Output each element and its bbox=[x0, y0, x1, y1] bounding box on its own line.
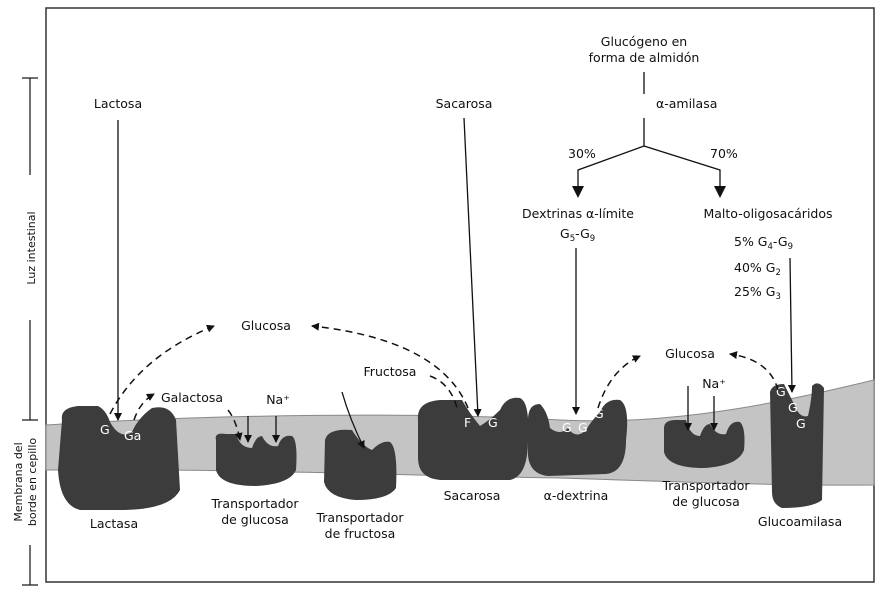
dextrinase-site-g3: G bbox=[578, 420, 588, 435]
lumen-label: Luz intestinal bbox=[25, 211, 38, 284]
sucrase-protein bbox=[418, 398, 528, 480]
na-label-1: Na⁺ bbox=[266, 392, 290, 407]
enzyme-label-alpha-dextrinase: α-dextrina bbox=[544, 488, 609, 503]
pct-left-label: 30% bbox=[568, 146, 596, 161]
sucrase-site-g: G bbox=[488, 415, 498, 430]
dextrinase-site-g2: G bbox=[562, 420, 572, 435]
malto-title: Malto-oligosacáridos bbox=[703, 206, 832, 221]
malto-item-3: 25% G3 bbox=[734, 284, 781, 302]
amylase-label: α-amilasa bbox=[656, 96, 717, 111]
alpha-dextrinase-protein bbox=[528, 400, 627, 476]
dextrinase-site-g4: G bbox=[594, 406, 604, 421]
enzyme-label-glucose-transporter-2-line2: de glucosa bbox=[672, 494, 740, 509]
malto-item-1: 5% G4-G9 bbox=[734, 234, 793, 252]
malto-item-2: 40% G2 bbox=[734, 260, 781, 278]
sucrose-label: Sacarosa bbox=[436, 96, 493, 111]
dextrinase-site-g1: G bbox=[546, 406, 556, 421]
dextrins-range: G5-G9 bbox=[560, 226, 595, 244]
fructose-label: Fructosa bbox=[364, 364, 417, 379]
enzyme-label-lactase: Lactasa bbox=[90, 516, 138, 531]
sucrase-site-f: F bbox=[464, 415, 471, 430]
enzyme-label-sucrase: Sacarosa bbox=[444, 488, 501, 503]
enzyme-label-glucose-transporter-2-line1: Transportador bbox=[661, 478, 750, 493]
glucose-label-2: Glucosa bbox=[665, 346, 715, 361]
enzyme-label-fructose-transporter-line1: Transportador bbox=[315, 510, 404, 525]
glycogen-label-line2: forma de almidón bbox=[589, 50, 700, 65]
pct-right-label: 70% bbox=[710, 146, 738, 161]
na-label-2: Na⁺ bbox=[702, 376, 726, 391]
dextrins-title: Dextrinas α-límite bbox=[522, 206, 634, 221]
glycogen-label-line1: Glucógeno en bbox=[601, 34, 687, 49]
membrane-label-line1: Membrana del bbox=[12, 442, 25, 521]
enzyme-label-fructose-transporter-line2: de fructosa bbox=[325, 526, 396, 541]
glucoamylase-site-g3: G bbox=[796, 416, 806, 431]
glucose-label-1: Glucosa bbox=[241, 318, 291, 333]
glucoamylase-site-g2: G bbox=[788, 400, 798, 415]
membrane-label-line2: borde en cepillo bbox=[26, 438, 39, 526]
glucose-transporter-1-protein bbox=[216, 434, 297, 486]
enzyme-label-glucose-transporter-1-line1: Transportador bbox=[210, 496, 299, 511]
lactase-site-ga: Ga bbox=[124, 428, 141, 443]
enzyme-label-glucose-transporter-1-line2: de glucosa bbox=[221, 512, 289, 527]
galactose-label: Galactosa bbox=[161, 390, 223, 405]
lactase-site-g: G bbox=[100, 422, 110, 437]
enzyme-label-glucoamylase: Glucoamilasa bbox=[758, 514, 842, 529]
lactose-label: Lactosa bbox=[94, 96, 142, 111]
